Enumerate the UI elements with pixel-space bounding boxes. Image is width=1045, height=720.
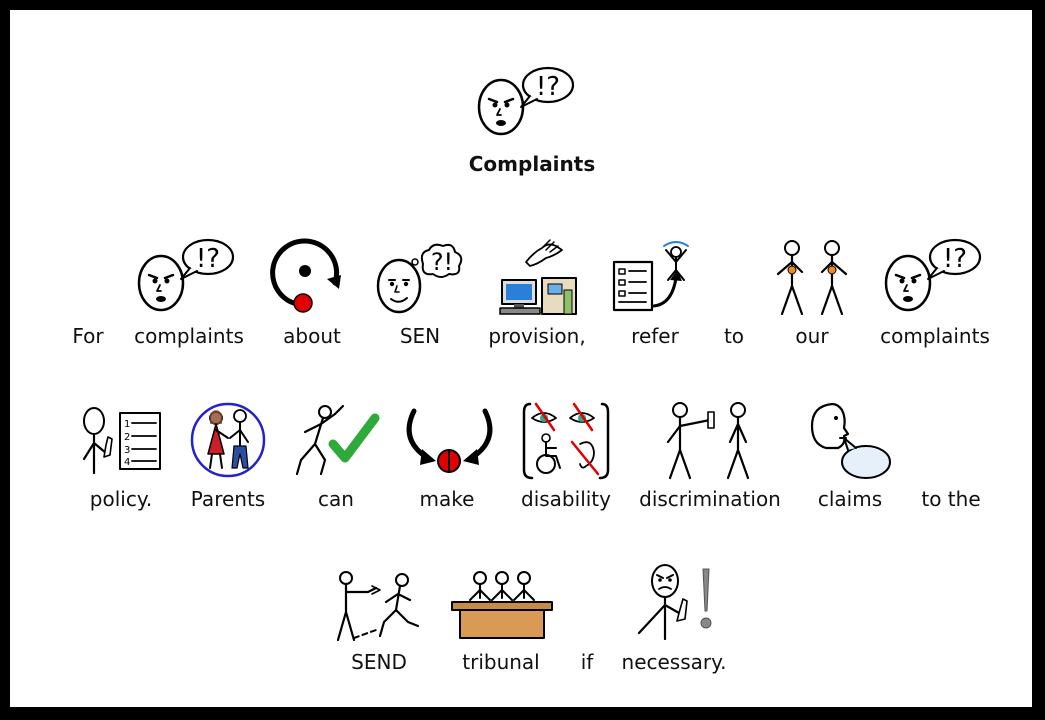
our-people-icon	[776, 240, 848, 316]
word: about	[283, 324, 341, 348]
send-pointing-icon	[336, 571, 420, 642]
policy-checklist-icon: 1 2 3 4	[82, 407, 161, 475]
word: discrimination	[639, 487, 781, 511]
svg-text:3: 3	[124, 445, 130, 456]
angry-face-icon: !?	[477, 66, 575, 136]
word: Parents	[190, 487, 266, 511]
disability-icon	[522, 402, 610, 480]
can-tick-icon	[295, 404, 380, 476]
about-circle-icon	[270, 238, 341, 313]
parents-icon	[190, 402, 266, 478]
tribunal-icon	[451, 571, 553, 639]
discrimination-icon	[666, 402, 750, 480]
document-page: !? Complaints !? ?!	[10, 10, 1032, 707]
word: provision,	[488, 324, 586, 348]
svg-text:!?: !?	[536, 72, 560, 102]
word: tribunal	[462, 650, 540, 674]
svg-text:1: 1	[124, 419, 130, 430]
word: claims	[817, 487, 883, 511]
angry-face-icon: !?	[137, 238, 235, 312]
refer-document-icon	[612, 241, 689, 312]
provision-computer-icon	[499, 239, 577, 315]
necessary-icon	[637, 564, 712, 641]
angry-face-icon: !?	[884, 238, 982, 312]
svg-text:2: 2	[124, 432, 130, 443]
thinking-face-icon: ?!	[376, 243, 463, 314]
svg-text:!?: !?	[943, 244, 967, 274]
svg-text:4: 4	[124, 457, 130, 468]
word: For	[72, 324, 104, 348]
word: to the	[921, 487, 981, 511]
word: refer	[631, 324, 679, 348]
page-title: Complaints	[468, 152, 596, 176]
claims-speaking-icon	[810, 402, 891, 479]
word: SEN	[399, 324, 441, 348]
word: can	[318, 487, 354, 511]
word: make	[419, 487, 475, 511]
word: disability	[521, 487, 611, 511]
svg-text:!?: !?	[196, 244, 220, 274]
word: necessary.	[621, 650, 727, 674]
word: if	[580, 650, 594, 674]
make-arrows-icon	[406, 408, 493, 473]
word: complaints	[880, 324, 990, 348]
word: complaints	[134, 324, 244, 348]
word: policy.	[89, 487, 153, 511]
word: SEND	[351, 650, 407, 674]
word: our	[795, 324, 829, 348]
svg-text:?!: ?!	[431, 248, 453, 276]
word: to	[723, 324, 745, 348]
